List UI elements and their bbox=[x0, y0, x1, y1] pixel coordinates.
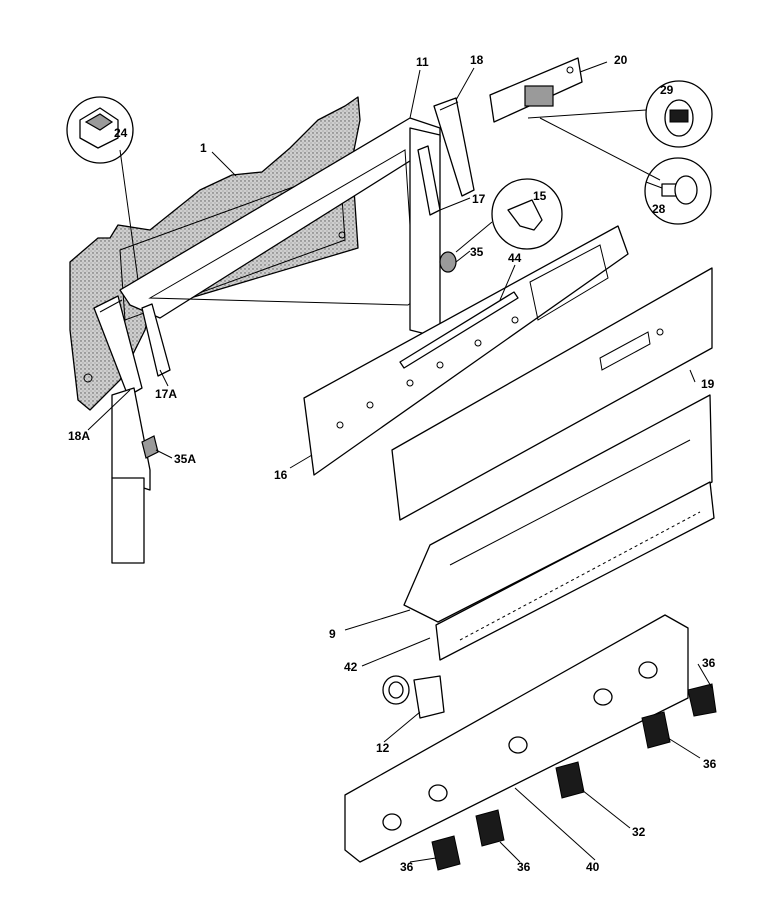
callout-36-bottom-left: 36 bbox=[400, 860, 414, 874]
clip-part-35 bbox=[439, 251, 457, 273]
callout-36-upper-right: 36 bbox=[702, 656, 716, 670]
knob-part-36-bottom-center bbox=[475, 809, 505, 847]
clip-part-15 bbox=[491, 178, 563, 250]
callout-35a: 35A bbox=[174, 452, 196, 466]
callout-36-right: 36 bbox=[703, 757, 717, 771]
callout-32: 32 bbox=[632, 825, 646, 839]
knob-part-36-right bbox=[641, 711, 671, 749]
callouts: 1 11 18 20 24 29 17 15 35 28 44 17A 18A … bbox=[68, 53, 717, 874]
callout-24: 24 bbox=[114, 126, 128, 140]
strip-part-17a bbox=[111, 303, 171, 564]
knob-part-28 bbox=[644, 157, 712, 225]
callout-36-bottom-center: 36 bbox=[517, 860, 531, 874]
control-bracket-part-20 bbox=[489, 57, 583, 123]
callout-16: 16 bbox=[274, 468, 288, 482]
vent-part-42 bbox=[435, 481, 715, 661]
callout-29: 29 bbox=[660, 83, 674, 97]
callout-1: 1 bbox=[200, 141, 207, 155]
callout-42: 42 bbox=[344, 660, 358, 674]
knob-part-29 bbox=[645, 80, 713, 148]
knob-part-36-bottom-left bbox=[431, 835, 461, 871]
callout-19: 19 bbox=[701, 377, 715, 391]
valve-part-12 bbox=[382, 675, 445, 719]
bracket-part-18a bbox=[93, 295, 143, 397]
callout-9: 9 bbox=[329, 627, 336, 641]
callout-11: 11 bbox=[416, 55, 429, 69]
bracket-part-40 bbox=[344, 614, 689, 863]
leader-lines bbox=[87, 61, 713, 863]
overlay-part-19 bbox=[391, 267, 713, 521]
callout-12: 12 bbox=[376, 741, 390, 755]
switch-part-24 bbox=[66, 96, 134, 164]
callout-20: 20 bbox=[614, 53, 628, 67]
callout-28: 28 bbox=[652, 202, 666, 216]
knob-part-36-upper-right bbox=[687, 683, 717, 717]
callout-35: 35 bbox=[470, 245, 484, 259]
bracket-part-18 bbox=[433, 97, 475, 197]
knob-part-32 bbox=[555, 761, 585, 799]
callout-17a: 17A bbox=[155, 387, 177, 401]
strip-part-44 bbox=[399, 291, 519, 369]
callout-18a: 18A bbox=[68, 429, 90, 443]
callout-17: 17 bbox=[472, 192, 486, 206]
clip-part-35a bbox=[141, 435, 159, 459]
callout-40: 40 bbox=[586, 860, 600, 874]
callout-44: 44 bbox=[508, 251, 522, 265]
callout-15: 15 bbox=[533, 189, 547, 203]
callout-18: 18 bbox=[470, 53, 484, 67]
